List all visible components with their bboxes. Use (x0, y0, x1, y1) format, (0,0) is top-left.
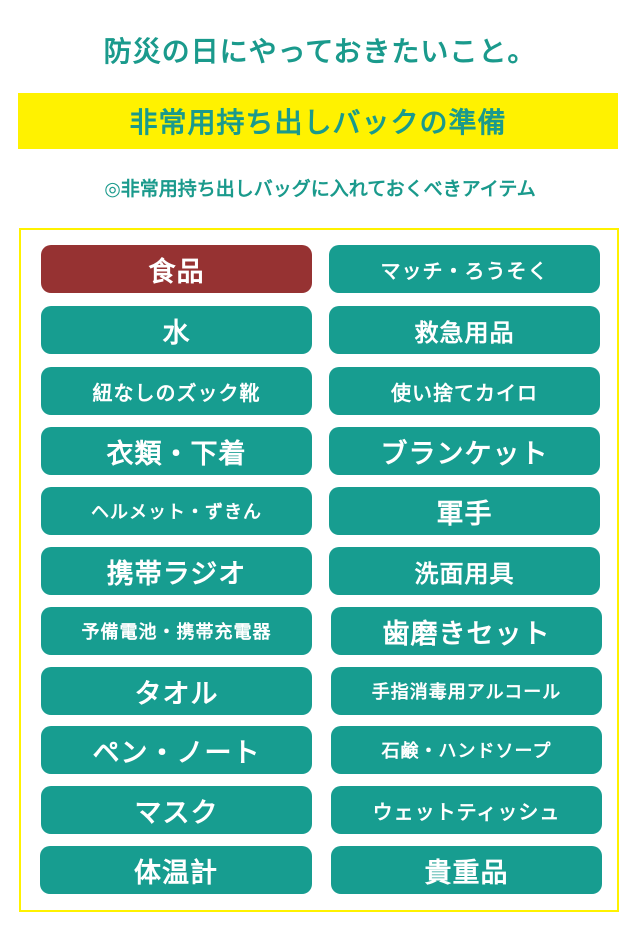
item-pen-notebook: ペン・ノート (41, 726, 312, 774)
subtitle: ◎非常用持ち出しバッグに入れておくべきアイテム (104, 178, 536, 200)
item-blanket: ブランケット (329, 427, 600, 475)
item-food: 食品 (41, 245, 312, 293)
item-matches-candles: マッチ・ろうそく (329, 245, 600, 293)
item-helmet-hood: ヘルメット・ずきん (41, 487, 312, 535)
item-thermometer: 体温計 (40, 846, 312, 894)
item-towel: タオル (41, 667, 312, 715)
section-banner: 非常用持ち出しバックの準備 (18, 93, 618, 149)
item-valuables: 貴重品 (331, 846, 602, 894)
item-toiletries: 洗面用具 (329, 547, 600, 595)
item-shoes: 紐なしのズック靴 (41, 367, 312, 415)
item-hand-warmer: 使い捨てカイロ (329, 367, 600, 415)
item-batteries-charger: 予備電池・携帯充電器 (41, 607, 312, 655)
item-hand-sanitizer: 手指消毒用アルコール (331, 667, 602, 715)
item-water: 水 (41, 306, 312, 354)
item-toothbrush-set: 歯磨きセット (331, 607, 602, 655)
item-radio: 携帯ラジオ (41, 547, 312, 595)
item-soap: 石鹸・ハンドソープ (331, 726, 602, 774)
page-title: 防災の日にやっておきたいこと。 (103, 35, 537, 68)
item-work-gloves: 軍手 (329, 487, 600, 535)
banner-text: 非常用持ち出しバックの準備 (129, 106, 507, 139)
item-wet-tissue: ウェットティッシュ (331, 786, 602, 834)
items-frame (19, 228, 619, 912)
item-clothing: 衣類・下着 (41, 427, 312, 475)
item-first-aid: 救急用品 (329, 306, 600, 354)
item-mask: マスク (41, 786, 312, 834)
